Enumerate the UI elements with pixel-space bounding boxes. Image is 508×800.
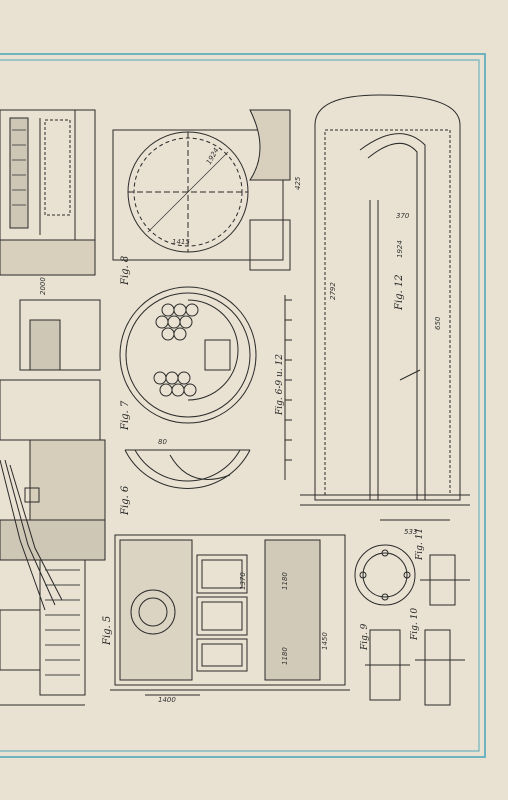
- fig12-label: Fig. 12: [394, 274, 405, 311]
- dim-80: 80: [158, 438, 167, 446]
- fig11-flange: [354, 544, 470, 606]
- fig7-label: Fig. 7: [120, 400, 131, 431]
- fig11-label: Fig. 11: [415, 528, 425, 561]
- scale-bar: [284, 295, 292, 480]
- fig8-boiler-cross-section: [112, 109, 291, 271]
- dim-533: 533: [404, 528, 417, 536]
- fig12-vertical-boiler: [300, 94, 470, 521]
- dim-1370: 1370: [239, 572, 247, 590]
- dim-370: 370: [396, 212, 410, 220]
- fig9-fig10-valve-details: [365, 629, 465, 706]
- dim-1415: 1415: [172, 238, 190, 246]
- dim-2792: 2792: [329, 282, 337, 300]
- dim-2000: 2000: [39, 277, 47, 295]
- dim-1924-b: 1924: [396, 240, 404, 258]
- fig6-label: Fig. 6: [120, 485, 131, 516]
- boiler-setting-section: [0, 109, 106, 706]
- dim-1180: 1180: [281, 572, 289, 590]
- dim-1400: 1400: [158, 696, 176, 704]
- fig7-tube-sheet: [119, 286, 257, 424]
- scale-caption: Fig. 6-9 u. 12: [275, 354, 285, 416]
- fig6-partial-section: [124, 449, 251, 489]
- figure-labels: Fig. 5 Fig. 6 Fig. 7 Fig. 8 Fig. 9 Fig. …: [102, 256, 425, 651]
- dim-1180-b: 1180: [281, 647, 289, 665]
- plate-border: [0, 53, 486, 758]
- fig8-label: Fig. 8: [120, 256, 131, 286]
- dim-650: 650: [434, 316, 442, 330]
- dim-425: 425: [294, 176, 302, 190]
- fig9-label: Fig. 9: [360, 623, 370, 651]
- fig5-furnace-front: [110, 534, 350, 696]
- fig5-label: Fig. 5: [102, 616, 113, 646]
- fig10-label: Fig. 10: [410, 608, 420, 641]
- dim-1450: 1450: [321, 632, 329, 650]
